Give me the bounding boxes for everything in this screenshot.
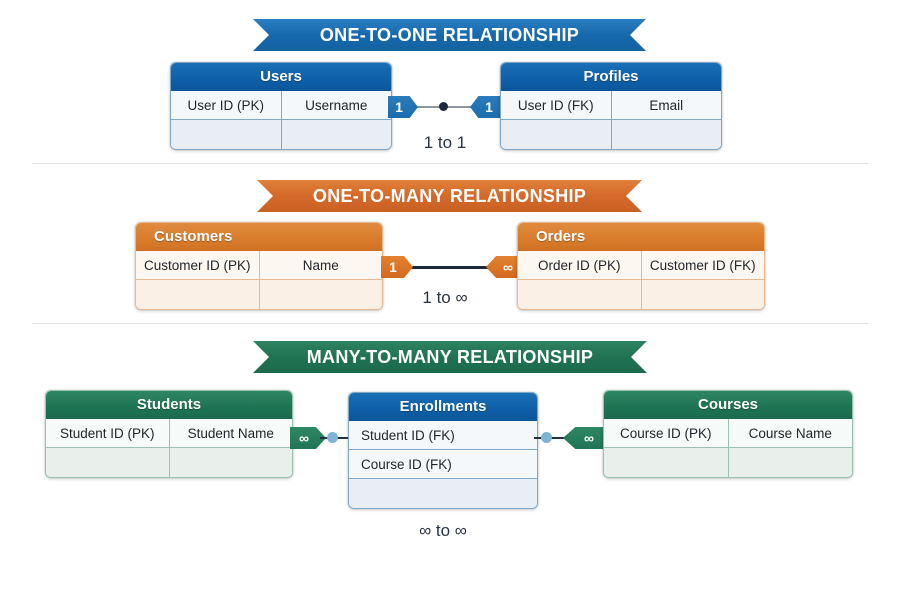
table-title-orders: Orders (518, 223, 764, 251)
table-cell-empty (604, 448, 729, 477)
entity-table-students: Students Student ID (PK) Student Name (45, 390, 293, 478)
table-row: Customer ID (PK) Name (136, 251, 382, 280)
table-cell: Customer ID (PK) (136, 251, 260, 280)
banner-many-to-many: MANY-TO-MANY RELATIONSHIP (253, 341, 647, 373)
cardinality-badge-left: 1 (388, 96, 418, 118)
table-row: Student ID (FK) (349, 421, 537, 450)
table-cell: Course ID (FK) (349, 450, 537, 479)
entity-table-courses: Courses Course ID (PK) Course Name (603, 390, 853, 478)
table-row-empty (136, 280, 382, 309)
table-title-students: Students (46, 391, 292, 419)
table-title-enrollments: Enrollments (349, 393, 537, 421)
table-row-empty (349, 479, 537, 508)
relationship-endpoint-dot (541, 432, 552, 443)
table-title-users: Users (171, 63, 391, 91)
table-title-courses: Courses (604, 391, 852, 419)
table-title-customers: Customers (136, 223, 382, 251)
table-cell-empty (518, 280, 642, 309)
table-cell-empty (169, 448, 292, 477)
table-row: Course ID (FK) (349, 450, 537, 479)
cardinality-badge-right: 1 (470, 96, 500, 118)
banner-one-to-one: ONE-TO-ONE RELATIONSHIP (253, 19, 646, 51)
table-row-empty (604, 448, 852, 477)
table-cell-empty (641, 280, 764, 309)
table-row: Student ID (PK) Student Name (46, 419, 292, 448)
table-cell: Student Name (169, 419, 292, 448)
cardinality-caption-many-to-many: ∞ to ∞ (419, 521, 467, 540)
table-cell: Order ID (PK) (518, 251, 642, 280)
table-row-empty (501, 120, 721, 149)
table-cell: Username (281, 91, 391, 120)
table-cell: User ID (FK) (501, 91, 612, 120)
cardinality-badge-right: ∞ (486, 256, 522, 278)
relationship-midpoint-dot (439, 102, 448, 111)
table-row: User ID (FK) Email (501, 91, 721, 120)
cardinality-caption-one-to-many: 1 to ∞ (422, 288, 468, 307)
cardinality-badge-left: 1 (381, 256, 413, 278)
table-cell-empty (611, 120, 721, 149)
table-cell: Name (259, 251, 382, 280)
cardinality-badge-right: ∞ (563, 427, 607, 449)
table-cell: Course Name (728, 419, 852, 448)
table-row-empty (171, 120, 391, 149)
section-divider (32, 163, 868, 164)
table-row: Course ID (PK) Course Name (604, 419, 852, 448)
table-cell: Customer ID (FK) (641, 251, 764, 280)
table-cell-empty (728, 448, 852, 477)
table-cell-empty (281, 120, 391, 149)
table-cell-empty (259, 280, 382, 309)
table-cell-empty (46, 448, 170, 477)
table-cell: Student ID (PK) (46, 419, 170, 448)
relationship-line-one-to-many (407, 266, 517, 269)
table-cell-empty (171, 120, 282, 149)
cardinality-caption-one-to-one: 1 to 1 (423, 133, 467, 152)
entity-table-customers: Customers Customer ID (PK) Name (135, 222, 383, 310)
table-row-empty (518, 280, 764, 309)
table-cell: Email (611, 91, 721, 120)
table-cell: Student ID (FK) (349, 421, 537, 450)
banner-one-to-many: ONE-TO-MANY RELATIONSHIP (257, 180, 642, 212)
cardinality-badge-left: ∞ (290, 427, 326, 449)
table-row: Order ID (PK) Customer ID (FK) (518, 251, 764, 280)
entity-table-enrollments: Enrollments Student ID (FK) Course ID (F… (348, 392, 538, 509)
table-cell-empty (136, 280, 260, 309)
entity-table-orders: Orders Order ID (PK) Customer ID (FK) (517, 222, 765, 310)
table-cell: Course ID (PK) (604, 419, 729, 448)
table-cell: User ID (PK) (171, 91, 282, 120)
entity-table-profiles: Profiles User ID (FK) Email (500, 62, 722, 150)
table-cell-empty (501, 120, 612, 149)
table-cell-empty (349, 479, 537, 508)
table-row: User ID (PK) Username (171, 91, 391, 120)
entity-table-users: Users User ID (PK) Username (170, 62, 392, 150)
table-row-empty (46, 448, 292, 477)
relationship-endpoint-dot (327, 432, 338, 443)
table-title-profiles: Profiles (501, 63, 721, 91)
section-divider (32, 323, 868, 324)
